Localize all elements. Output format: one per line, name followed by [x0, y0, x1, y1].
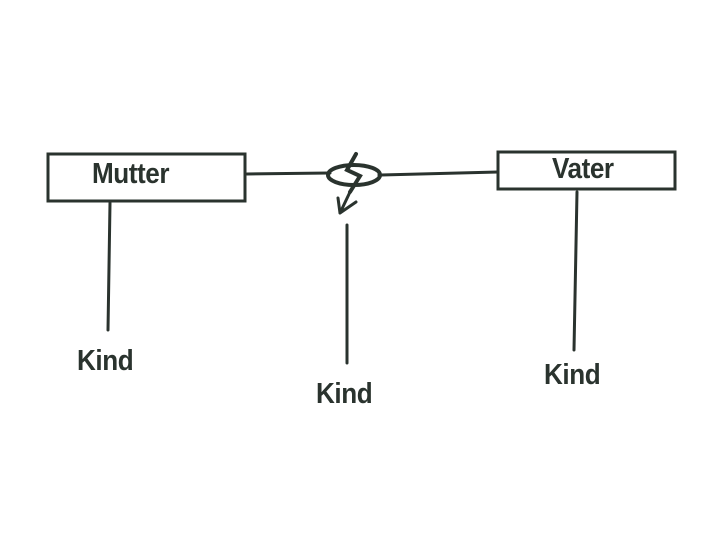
child-right-label: Kind: [544, 359, 601, 391]
child-center-label: Kind: [316, 378, 373, 410]
connector-mother-link: [245, 171, 332, 176]
mother-box: [46, 152, 247, 203]
connector-link-father: [377, 170, 500, 177]
line-father-child: [572, 190, 579, 352]
mother-label: Mutter: [92, 158, 170, 190]
child-left-label: Kind: [77, 345, 134, 377]
broken-link-lightning-icon: [326, 152, 382, 215]
line-mother-child: [106, 201, 112, 332]
father-label: Vater: [552, 153, 614, 185]
father-box: [496, 150, 677, 191]
